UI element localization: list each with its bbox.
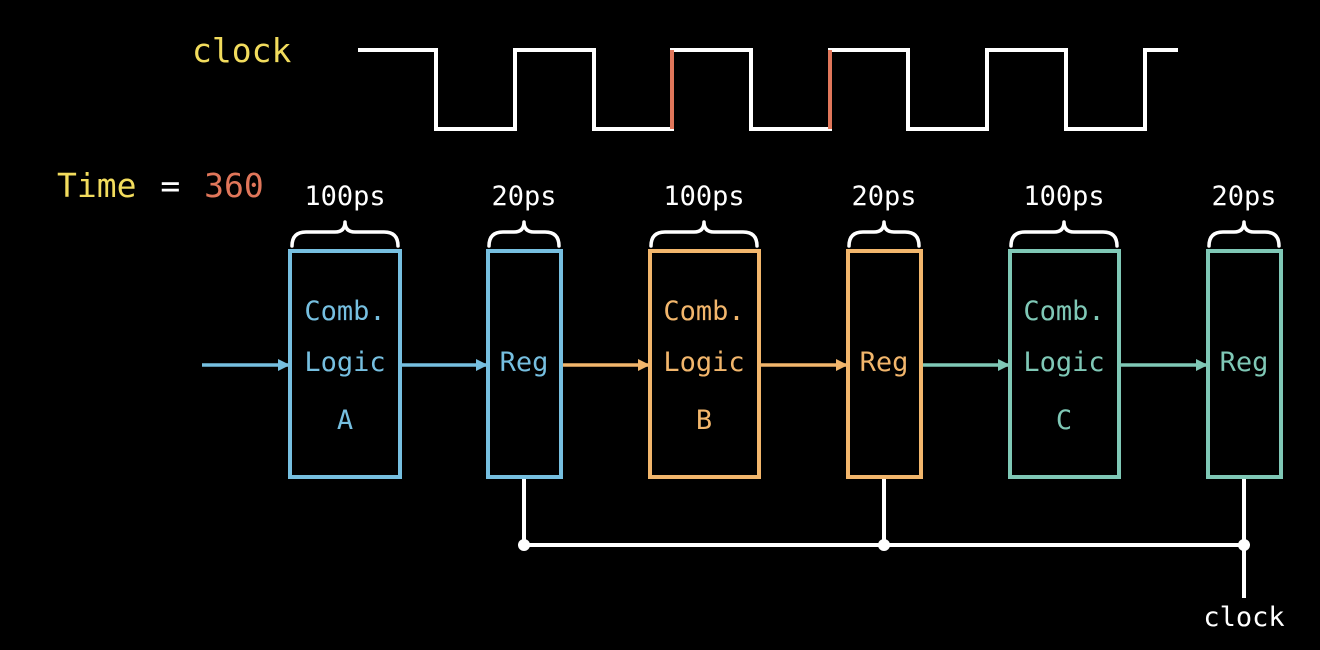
comb-logic-b-box	[648, 249, 761, 479]
bottom-clock-label: clock	[1203, 602, 1284, 633]
delay-label-logic-c: 100ps	[1023, 181, 1104, 212]
time-value: 360	[204, 166, 264, 205]
time-equals: =	[160, 166, 180, 205]
brace-reg-3	[1207, 220, 1281, 248]
comb-logic-a-box	[288, 249, 402, 479]
comb-logic-a-line-3: A	[337, 405, 353, 436]
delay-label-reg-1: 20ps	[491, 181, 556, 212]
brace-reg-1	[487, 220, 561, 248]
comb-logic-b-line-3: B	[696, 405, 712, 436]
register-2-label: Reg	[860, 347, 909, 378]
comb-logic-a-line-2: Logic	[304, 347, 385, 378]
register-1-label: Reg	[500, 347, 549, 378]
clock-junction-dot	[518, 539, 530, 551]
comb-logic-c-line-3: C	[1056, 405, 1072, 436]
brace-logic-a	[290, 220, 400, 248]
comb-logic-a-line-1: Comb.	[304, 296, 385, 327]
brace-reg-2	[847, 220, 921, 248]
delay-label-logic-a: 100ps	[304, 181, 385, 212]
time-readout: Time = 360	[57, 166, 264, 205]
brace-logic-b	[649, 220, 759, 248]
register-3-box	[1206, 249, 1283, 479]
delay-label-reg-3: 20ps	[1211, 181, 1276, 212]
delay-label-logic-b: 100ps	[663, 181, 744, 212]
register-2-box	[846, 249, 923, 479]
time-label: Time	[57, 166, 136, 205]
register-1-box	[486, 249, 563, 479]
brace-logic-c	[1009, 220, 1119, 248]
comb-logic-c-line-1: Comb.	[1023, 296, 1104, 327]
clock-waveform	[358, 48, 1178, 131]
clock-junction-dot	[1238, 539, 1250, 551]
comb-logic-b-line-2: Logic	[663, 347, 744, 378]
comb-logic-c-line-2: Logic	[1023, 347, 1104, 378]
clock-title: clock	[192, 31, 291, 70]
delay-label-reg-2: 20ps	[851, 181, 916, 212]
register-3-label: Reg	[1220, 347, 1269, 378]
comb-logic-b-line-1: Comb.	[663, 296, 744, 327]
clock-junction-dot	[878, 539, 890, 551]
comb-logic-c-box	[1008, 249, 1121, 479]
